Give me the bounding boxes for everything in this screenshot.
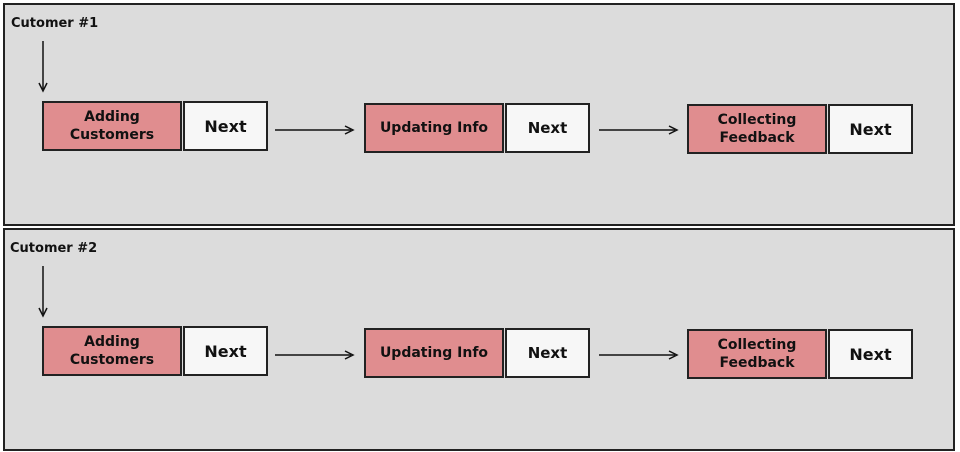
next-pointer: Next	[828, 329, 913, 379]
next-pointer: Next	[505, 103, 590, 153]
next-pointer: Next	[183, 101, 268, 151]
right-arrow-icon	[599, 350, 679, 360]
step-node-updating-info: Updating Info Next	[364, 103, 590, 153]
right-arrow-icon	[599, 125, 679, 135]
customer-panel-2: Cutomer #2 Adding Customers Next Updatin…	[3, 228, 955, 451]
customer-panel-1: Cutomer #1 Adding Customers Next Updatin…	[3, 3, 955, 226]
step-node-collecting-feedback: Collecting Feedback Next	[687, 104, 913, 154]
right-arrow-icon	[275, 125, 355, 135]
step-label: Collecting Feedback	[687, 329, 827, 379]
step-node-updating-info: Updating Info Next	[364, 328, 590, 378]
step-node-adding-customers: Adding Customers Next	[42, 326, 268, 376]
down-arrow-icon	[38, 41, 48, 93]
step-label: Collecting Feedback	[687, 104, 827, 154]
next-pointer: Next	[183, 326, 268, 376]
step-label: Adding Customers	[42, 101, 182, 151]
panel-title: Cutomer #2	[10, 241, 98, 256]
next-pointer: Next	[505, 328, 590, 378]
panel-title: Cutomer #1	[11, 16, 99, 31]
down-arrow-icon	[38, 266, 48, 318]
step-label: Updating Info	[364, 103, 504, 153]
right-arrow-icon	[275, 350, 355, 360]
step-label: Updating Info	[364, 328, 504, 378]
next-pointer: Next	[828, 104, 913, 154]
step-node-collecting-feedback: Collecting Feedback Next	[687, 329, 913, 379]
step-node-adding-customers: Adding Customers Next	[42, 101, 268, 151]
step-label: Adding Customers	[42, 326, 182, 376]
